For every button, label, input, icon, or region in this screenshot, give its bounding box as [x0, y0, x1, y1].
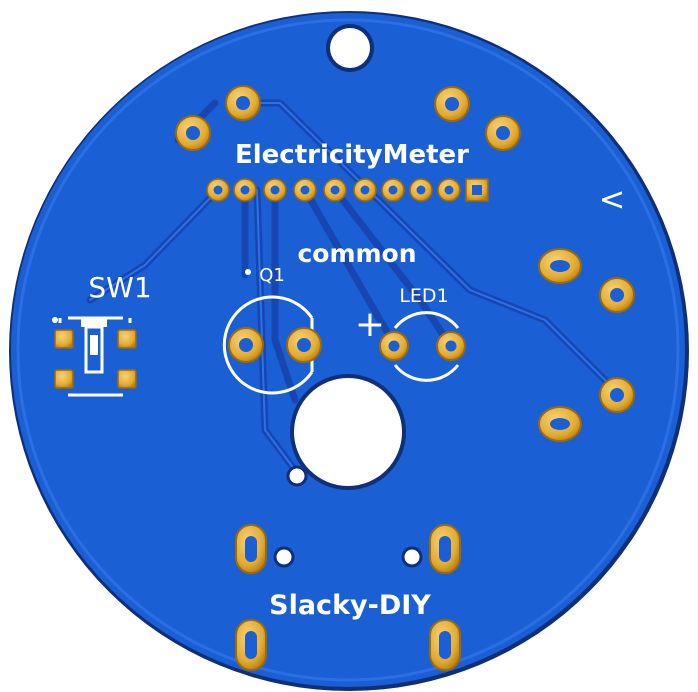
top-right-pads [434, 86, 521, 151]
top-mounting-hole [326, 24, 374, 72]
right-connector-pads [538, 248, 635, 442]
led1-designator: LED1 [399, 285, 448, 307]
board-title: ElectricityMeter [235, 140, 469, 170]
q1-pin1-dot [245, 269, 251, 275]
direction-arrow-marker: < [599, 180, 626, 218]
bottom-slot-pads [235, 524, 461, 671]
copper-traces-highlight [89, 102, 618, 471]
vias [273, 465, 423, 568]
pin-header [206, 178, 489, 202]
q1-designator: Q1 [259, 265, 285, 286]
common-label: common [297, 239, 416, 268]
board-outline [9, 11, 689, 691]
center-mounting-hole [290, 374, 406, 490]
sw1-designator: SW1 [88, 271, 151, 304]
top-left-pads [175, 85, 261, 151]
credit-label: Slacky-DIY [269, 590, 431, 621]
led1-footprint [379, 311, 466, 382]
sw1-footprint [52, 316, 137, 397]
q1-footprint [222, 295, 322, 395]
led1-polarity-mark: + [355, 304, 385, 345]
